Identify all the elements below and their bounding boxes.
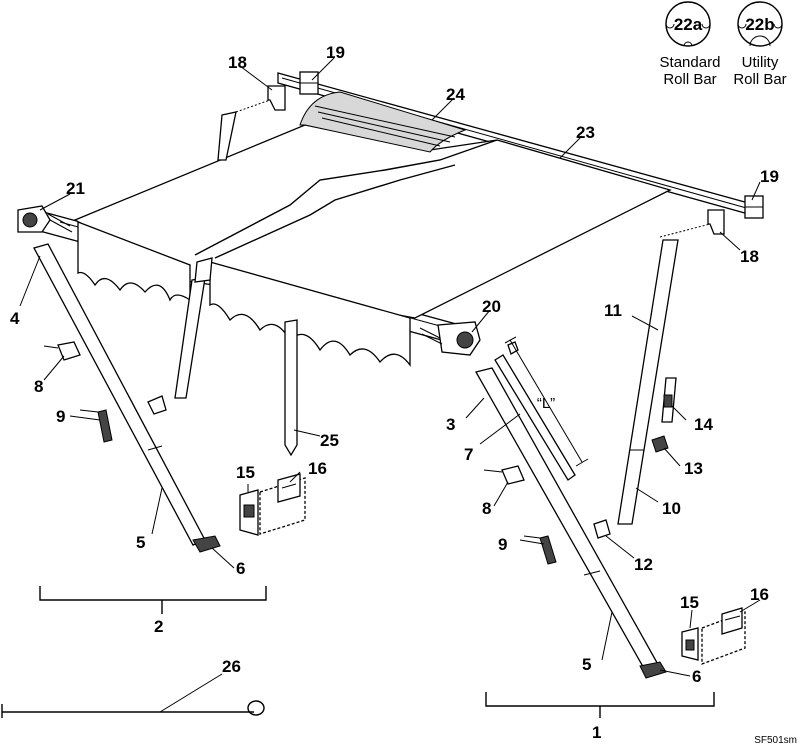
callout-5-right: 5 — [582, 655, 591, 674]
callout-16-left: 16 — [308, 459, 327, 478]
dimension-L: “L” — [504, 336, 589, 467]
upper-bracket-right — [659, 209, 725, 238]
callout-26: 26 — [222, 657, 241, 676]
callout-7: 7 — [464, 445, 473, 464]
callout-10: 10 — [662, 499, 681, 518]
left-arm-clip — [147, 395, 167, 415]
pull-rod — [1, 700, 265, 718]
right-mount-16 — [701, 607, 746, 665]
callout-2: 2 — [154, 617, 163, 636]
left-mount-16 — [259, 473, 306, 535]
legend-utility-roll-bar: 22b Utility Roll Bar — [733, 1, 787, 88]
upper-bracket-left — [235, 85, 286, 113]
legend-standard-line2: Roll Bar — [663, 71, 716, 88]
legend-utility-line1: Utility — [742, 54, 779, 71]
callout-25: 25 — [320, 431, 339, 450]
callout-6-left: 6 — [236, 559, 245, 578]
callout-15-right: 15 — [680, 593, 699, 612]
callout-12: 12 — [634, 555, 653, 574]
callout-21: 21 — [66, 179, 85, 198]
right-clip-12 — [593, 519, 611, 539]
right-end-cap — [419, 321, 481, 356]
left-end-cap — [17, 205, 73, 233]
upper-arm-stub — [217, 111, 237, 161]
left-inner-arm — [174, 257, 213, 399]
legend-utility-code: 22b — [745, 15, 774, 34]
callout-9-right: 9 — [498, 535, 507, 554]
legend-standard-code: 22a — [674, 15, 703, 34]
callout-11: 11 — [604, 301, 622, 320]
rail-bracket-right — [744, 195, 764, 219]
right-outer-arm-11 — [617, 239, 679, 525]
rail-bracket-top — [299, 71, 319, 95]
dimension-label: “L” — [537, 395, 555, 412]
callout-1: 1 — [592, 723, 601, 742]
awning-canopy — [73, 124, 672, 367]
callout-13: 13 — [684, 459, 703, 478]
right-bracket-8 — [483, 465, 525, 485]
right-foot-6 — [639, 661, 667, 679]
left-lever-9 — [79, 409, 113, 443]
leader-lines — [19, 57, 761, 713]
callout-18-right: 18 — [740, 247, 759, 266]
rolled-fabric — [299, 91, 467, 153]
left-bracket-8 — [43, 341, 81, 361]
legend-utility-line2: Roll Bar — [733, 71, 786, 88]
callout-19-right: 19 — [760, 167, 779, 186]
callout-23: 23 — [576, 123, 595, 142]
right-strut-7 — [494, 341, 576, 481]
right-mount-15 — [681, 627, 699, 661]
callout-8-left: 8 — [34, 377, 43, 396]
callout-6-right: 6 — [692, 667, 701, 686]
rafter-arm — [284, 319, 298, 457]
callout-15-left: 15 — [236, 463, 255, 482]
callout-18-left: 18 — [228, 53, 247, 72]
callout-16-right: 16 — [750, 585, 769, 604]
callout-9-left: 9 — [56, 407, 65, 426]
group-bracket-left — [39, 586, 267, 614]
callout-5-left: 5 — [136, 533, 145, 552]
group-bracket-right — [485, 692, 715, 718]
callout-14: 14 — [694, 415, 713, 434]
callout-numbers: 18 19 24 23 19 18 21 4 8 9 20 11 25 3 7 … — [10, 43, 779, 742]
callout-20: 20 — [482, 297, 501, 316]
figure-code: SF501sm — [754, 735, 797, 746]
callout-19-top: 19 — [326, 43, 345, 62]
callout-3: 3 — [446, 415, 455, 434]
callout-8-right: 8 — [482, 499, 491, 518]
legend-standard-line1: Standard — [660, 54, 721, 71]
left-mount-15 — [239, 489, 259, 536]
callout-24: 24 — [446, 85, 465, 104]
legend-standard-roll-bar: 22a Standard Roll Bar — [660, 1, 721, 88]
callout-4: 4 — [10, 309, 20, 328]
right-handle-14 — [661, 377, 677, 423]
left-foot-6 — [192, 535, 221, 553]
right-lever-9 — [523, 535, 557, 565]
